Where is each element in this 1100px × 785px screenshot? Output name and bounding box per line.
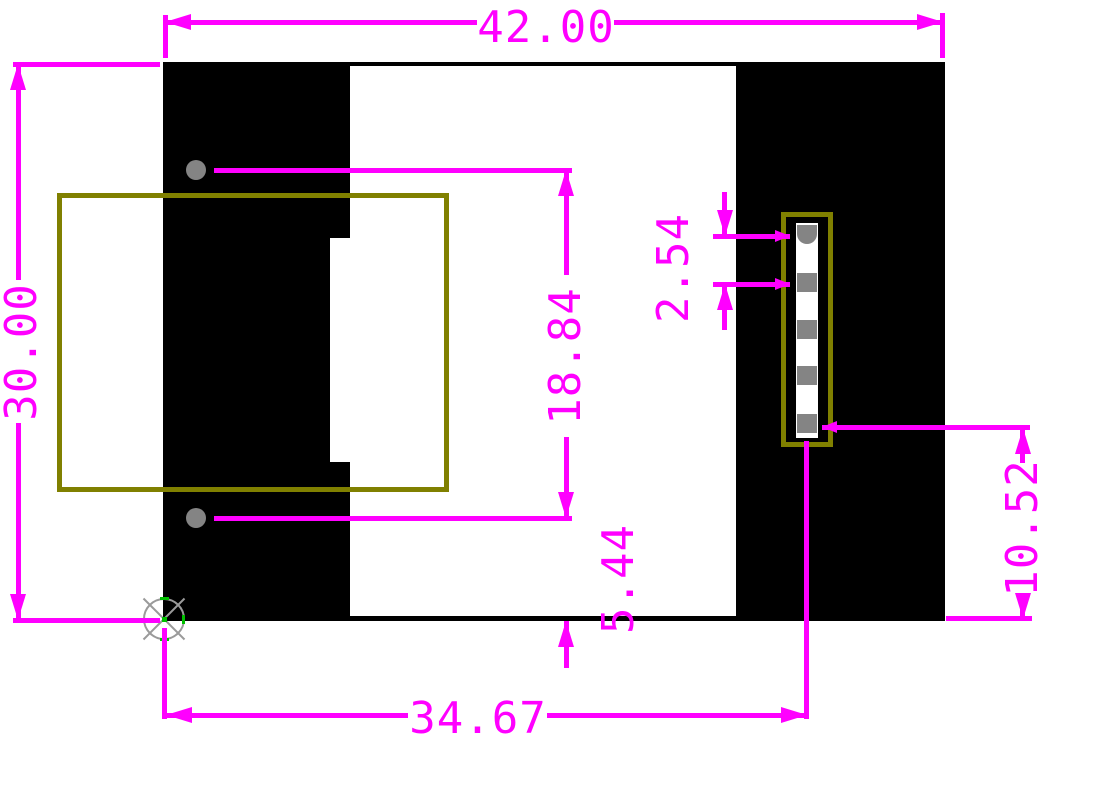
arrowhead-right [775, 230, 790, 242]
extension-line [162, 628, 167, 719]
arrowhead-down [558, 492, 574, 518]
dimension-label: 42.00 [477, 2, 615, 53]
dimension-label: 18.84 [540, 287, 591, 425]
dimension-label: 2.54 [648, 213, 699, 323]
arrowhead-up [1015, 428, 1031, 454]
arrowhead-right [775, 278, 790, 290]
arrowhead-up [558, 621, 574, 647]
connector-pad-4 [797, 366, 817, 385]
courtyard-outline [57, 193, 449, 492]
arrowhead-right [781, 707, 807, 723]
origin-tick-n [160, 597, 169, 600]
arrowhead-up [10, 64, 26, 90]
pad-leader-line [713, 234, 790, 239]
extension-line [13, 62, 160, 67]
dimension-label: 10.52 [997, 459, 1048, 597]
dimension-line [16, 423, 21, 620]
dimension-line [165, 20, 477, 25]
arrowhead-left [166, 707, 192, 723]
center-slot [350, 66, 736, 616]
mounting-hole-bottom [186, 508, 206, 528]
arrowhead-left [822, 421, 837, 433]
dimension-line [564, 437, 569, 518]
extension-line [804, 441, 809, 719]
connector-pad-2 [797, 273, 817, 292]
arrowhead-down [717, 210, 733, 236]
connector-pad-5 [797, 414, 817, 433]
hole-leader-line [214, 516, 572, 521]
extension-line [940, 13, 945, 58]
pad-leader-line [713, 282, 790, 287]
dimension-line [614, 20, 943, 25]
arrowhead-down [1015, 593, 1031, 619]
extension-line [946, 616, 1032, 621]
dimension-line [564, 170, 569, 275]
arrowhead-up [558, 170, 574, 196]
arrowhead-left [165, 14, 191, 30]
arrowhead-down [10, 594, 26, 620]
dimension-line [547, 713, 807, 718]
connector-pad-3 [797, 320, 817, 339]
dimension-label: 34.67 [409, 693, 547, 744]
extension-line [163, 15, 168, 58]
arrowhead-right [917, 14, 943, 30]
dimension-label: 30.00 [0, 283, 47, 421]
dimension-label: 5.44 [593, 524, 644, 634]
connector-pad-1 [797, 225, 817, 244]
pad-leader-line [822, 425, 1030, 430]
hole-leader-line [214, 168, 572, 173]
extension-line [13, 618, 160, 623]
dimension-line [166, 713, 408, 718]
mounting-hole-top [186, 160, 206, 180]
arrowhead-up [717, 284, 733, 310]
origin-tick-center [162, 617, 167, 622]
dimension-line [16, 64, 21, 280]
origin-tick-e [182, 615, 185, 624]
board-notch [330, 238, 350, 462]
